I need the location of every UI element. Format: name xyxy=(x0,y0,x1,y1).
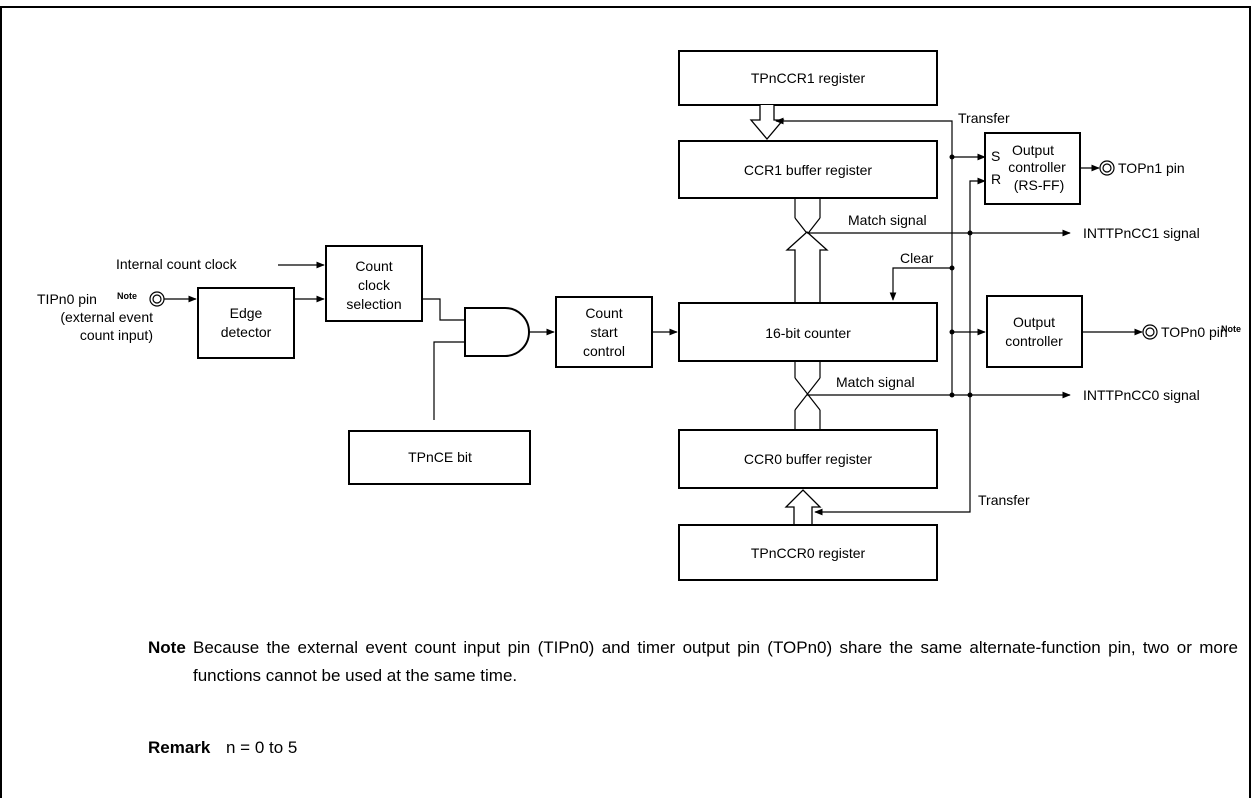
tipn0-pin-icon-outer xyxy=(149,291,165,307)
and-gate-symbol xyxy=(464,307,530,357)
remark-label: Remark xyxy=(148,738,211,757)
ccr1-buffer-register-label: CCR1 buffer register xyxy=(744,162,872,178)
ccr0-buffer-register-label: CCR0 buffer register xyxy=(744,451,872,467)
topn1-pin-icon-outer xyxy=(1099,160,1115,176)
edge-detector-line1: Edge xyxy=(230,305,263,321)
match-cross-0b xyxy=(794,377,821,411)
count-clock-selection-box xyxy=(325,245,423,322)
clear-line xyxy=(889,267,952,301)
transfer-top-label: Transfer xyxy=(958,110,1010,126)
counter-16bit-box xyxy=(678,302,938,362)
edge-detector-box xyxy=(197,287,295,359)
output-controller-rsff-line3: (RS-FF) xyxy=(1014,177,1065,193)
junction-dot xyxy=(949,329,955,335)
output-controller-line1: Output xyxy=(1013,314,1055,330)
count-clock-selection-line3: selection xyxy=(346,296,401,312)
tpnce-bit-label: TPnCE bit xyxy=(408,449,472,465)
tpnccr0-register-box xyxy=(678,524,938,581)
clock-select-to-and-line xyxy=(422,298,465,321)
internal-clock-label: Internal count clock xyxy=(116,256,238,272)
match-signal-0-label: Match signal xyxy=(836,374,915,390)
count-start-control-line1: Count xyxy=(585,305,622,321)
note-block: Note Because the external event count in… xyxy=(148,634,1238,690)
output-controller-line2: controller xyxy=(1005,333,1063,349)
remark-block: Remark n = 0 to 5 xyxy=(148,734,297,762)
inttpncc0-label: INTTPnCC0 signal xyxy=(1083,387,1200,403)
clear-label: Clear xyxy=(900,250,934,266)
tpnce-to-and-line xyxy=(433,341,465,420)
topn1-pin-label: TOPn1 pin xyxy=(1118,160,1185,176)
tipn0-pin-label: TIPn0 pin xyxy=(37,291,97,307)
topn0-pin-icon-inner xyxy=(1145,327,1155,337)
bus-arrow-tpnccr0-to-ccr0 xyxy=(784,489,822,525)
tipn0-note-superscript: Note xyxy=(117,291,137,301)
match-signal-1-label: Match signal xyxy=(848,212,927,228)
output-controller-rsff-line1: Output xyxy=(1012,142,1054,158)
junction-dot xyxy=(949,392,955,398)
count-start-control-line2: start xyxy=(590,324,617,340)
tipn0-ext-event-line2: count input) xyxy=(80,327,153,343)
transfer-bottom-label: Transfer xyxy=(978,492,1030,508)
count-clock-selection-line2: clock xyxy=(358,277,391,293)
topn1-pin-icon-inner xyxy=(1102,163,1112,173)
tpnce-bit-box xyxy=(348,430,531,485)
bus-arrow-counter-to-ccr1 xyxy=(785,231,829,303)
tipn0-ext-event-line1: (external event xyxy=(60,309,153,325)
count-start-control-line3: control xyxy=(583,343,625,359)
transfer-line-top xyxy=(775,117,953,157)
note-label: Note xyxy=(148,638,186,657)
ccr0-buffer-register-box xyxy=(678,429,938,489)
output-controller-rsff-box xyxy=(984,132,1081,205)
remark-text: n = 0 to 5 xyxy=(226,738,298,757)
output-controller-box xyxy=(986,295,1083,368)
tipn0-pin-icon-inner xyxy=(152,294,162,304)
ccr1-buffer-register-box xyxy=(678,140,938,199)
inttpncc1-label: INTTPnCC1 signal xyxy=(1083,225,1200,241)
set-label: S xyxy=(991,148,1000,164)
counter-16bit-label: 16-bit counter xyxy=(765,325,851,341)
count-clock-selection-line1: Count xyxy=(355,258,392,274)
topn0-pin-label: TOPn0 pin xyxy=(1161,324,1228,340)
junction-dot xyxy=(967,230,973,236)
reset-input-line xyxy=(969,177,986,395)
reset-label: R xyxy=(991,171,1001,187)
note-text: Because the external event count input p… xyxy=(193,638,1238,685)
transfer-line-bottom xyxy=(814,395,971,516)
tpnccr1-register-label: TPnCCR1 register xyxy=(751,70,866,86)
topn0-pin-icon-outer xyxy=(1142,324,1158,340)
tpnccr0-register-label: TPnCCR0 register xyxy=(751,545,866,561)
output-controller-rsff-line2: controller xyxy=(1008,159,1066,175)
edge-detector-line2: detector xyxy=(221,324,272,340)
bus-arrow-tpnccr1-to-ccr1 xyxy=(749,105,785,141)
topn0-note-superscript: Note xyxy=(1221,324,1241,334)
tpnccr1-register-box xyxy=(678,50,938,106)
